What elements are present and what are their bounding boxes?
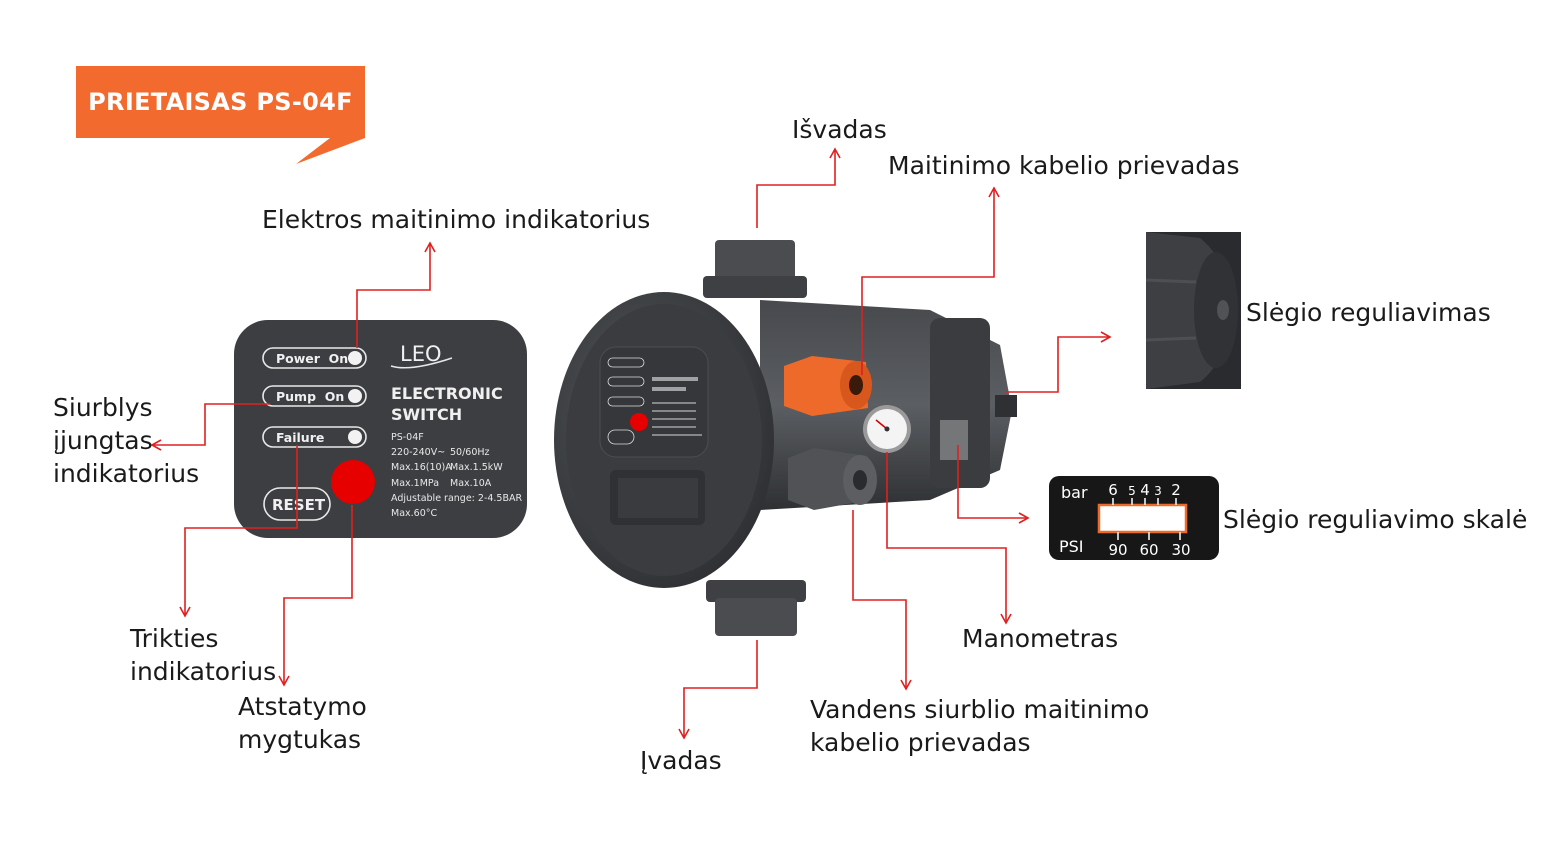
label-pump-on-1: Siurblys	[53, 393, 153, 422]
label-failure-2: indikatorius	[130, 657, 277, 686]
panel-model: PS-04F	[391, 432, 424, 443]
label-pressure-scale: Slėgio reguliavimo skalė	[1223, 505, 1528, 534]
panel-temp: Max.60°C	[391, 508, 437, 519]
device-body	[554, 240, 1017, 636]
panel-power-on: Power On	[276, 351, 348, 366]
pressure-knob-photo	[1145, 232, 1241, 389]
scale-bar-5: 5	[1128, 484, 1136, 498]
arrow-outlet	[756, 147, 841, 228]
title-badge: PRIETAISAS PS-04F	[76, 66, 365, 138]
panel-brand: LEO	[400, 342, 442, 366]
label-pump-cable-port-2: kabelio prievadas	[810, 728, 1031, 757]
arrow-power-indicator	[356, 241, 436, 348]
scale-bar-6: 6	[1108, 481, 1118, 499]
scale-unit-bar: bar	[1061, 483, 1088, 502]
panel-spec-2a: Max.16(10)A	[391, 462, 452, 473]
label-manometer: Manometras	[962, 624, 1119, 653]
panel-spec-3b: Max.10A	[450, 478, 492, 489]
label-reset-2: mygtukas	[238, 725, 362, 754]
pressure-scale	[1049, 476, 1219, 560]
label-pump-on-3: indikatorius	[53, 459, 200, 488]
scale-bar-4: 4	[1140, 481, 1150, 499]
scale-bar-3: 3	[1154, 484, 1162, 498]
label-power-indicator: Elektros maitinimo indikatorius	[262, 205, 651, 234]
scale-psi-90: 90	[1108, 541, 1127, 559]
leader-lines	[150, 147, 1112, 740]
arrow-pump-cable-port	[852, 510, 912, 691]
scale-bar-2: 2	[1171, 481, 1181, 499]
label-pump-on-2: įjungtas	[53, 426, 153, 455]
arrow-pressure-adjust	[1005, 331, 1112, 393]
panel-title1: ELECTRONIC	[391, 384, 503, 403]
scale-psi-60: 60	[1139, 541, 1158, 559]
label-outlet: Išvadas	[792, 115, 887, 144]
front-panel	[234, 320, 527, 538]
label-pump-cable-port-1: Vandens siurblio maitinimo	[810, 695, 1150, 724]
arrow-power-cable-port	[861, 186, 1000, 375]
arrow-failure	[179, 445, 298, 618]
label-power-cable-port: Maitinimo kabelio prievadas	[888, 151, 1240, 180]
panel-pump-on: Pump On	[276, 389, 344, 404]
panel-spec-3a: Max.1MPa	[391, 478, 439, 489]
panel-failure: Failure	[276, 430, 324, 445]
arrow-manometer	[886, 452, 1012, 625]
label-inlet: Įvadas	[640, 746, 722, 775]
scale-psi-30: 30	[1171, 541, 1190, 559]
arrow-inlet	[678, 640, 758, 740]
panel-spec-1a: 220-240V~	[391, 447, 445, 458]
panel-reset: RESET	[272, 496, 326, 514]
panel-spec-2b: Max.1.5kW	[450, 462, 503, 473]
arrow-pressure-scale	[957, 445, 1030, 524]
panel-range: Adjustable range: 2-4.5BAR	[391, 493, 522, 504]
panel-title2: SWITCH	[391, 405, 462, 424]
label-reset-1: Atstatymo	[238, 692, 367, 721]
arrow-reset	[278, 505, 353, 687]
arrow-pump-on	[150, 403, 270, 451]
scale-unit-psi: PSI	[1059, 537, 1084, 556]
label-failure-1: Trikties	[130, 624, 219, 653]
label-pressure-adjust: Slėgio reguliavimas	[1246, 298, 1491, 327]
panel-spec-1b: 50/60Hz	[450, 447, 490, 458]
